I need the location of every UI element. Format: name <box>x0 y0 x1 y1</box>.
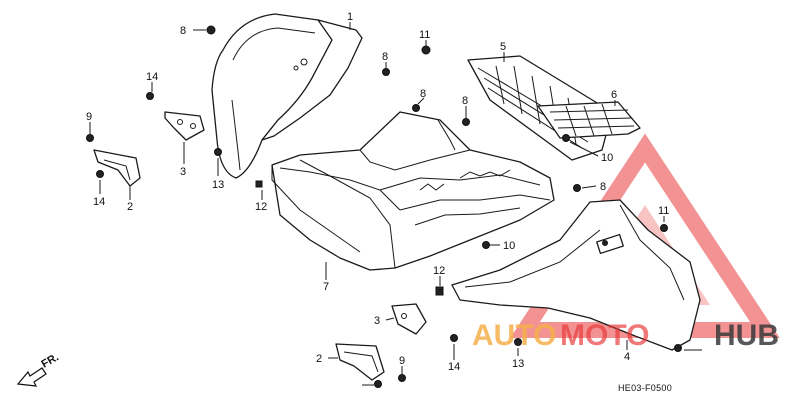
callout-9: 9 <box>399 355 405 367</box>
bolt-13a <box>214 148 222 156</box>
callout-3: 3 <box>180 166 186 178</box>
front-arrow-icon <box>16 367 47 387</box>
diagram-code: HE03-F0500 <box>618 383 672 393</box>
watermark-hub: HUB <box>714 319 779 352</box>
bolt-8e <box>573 184 581 192</box>
bolt-14d <box>374 380 382 388</box>
watermark-text: AUTO MOTO HUB <box>472 319 779 352</box>
bolt-14a <box>146 92 154 100</box>
part-2-bracket-top <box>93 149 141 187</box>
callout-7: 7 <box>323 281 329 293</box>
part-6-step-plate <box>537 101 641 139</box>
part-7-lower-tray <box>255 111 555 296</box>
callout-6: 6 <box>611 89 617 101</box>
watermark-moto: MOTO <box>560 319 649 352</box>
bolt-10b <box>482 241 490 249</box>
callout-8: 8 <box>600 181 606 193</box>
callout-4: 4 <box>624 351 630 363</box>
callout-10: 10 <box>503 240 515 252</box>
front-direction-indicator: FR. <box>16 351 61 387</box>
callout-13: 13 <box>212 179 224 191</box>
bolt-8c <box>412 104 420 112</box>
leader-lines <box>89 22 702 386</box>
callout-labels: 1 8 11 8 5 6 8 8 14 9 3 13 14 2 12 10 8 … <box>86 11 669 373</box>
bolt-set <box>86 25 682 388</box>
callout-8: 8 <box>180 25 186 37</box>
callout-8: 8 <box>382 51 388 63</box>
callout-12: 12 <box>433 265 445 277</box>
bolt-10a <box>562 134 570 142</box>
bolt-9b <box>398 374 406 382</box>
callout-10: 10 <box>601 152 613 164</box>
bolt-8a <box>206 25 216 35</box>
bolt-14b <box>96 170 104 178</box>
bolt-13b <box>514 338 522 346</box>
part-2-bracket-bottom <box>335 343 385 381</box>
callout-14: 14 <box>146 71 158 83</box>
bolt-8d <box>462 118 470 126</box>
bolt-11b <box>660 224 668 232</box>
callout-12: 12 <box>255 201 267 213</box>
part-3-bracket-bottom <box>391 303 427 335</box>
callout-3: 3 <box>374 315 380 327</box>
watermark-auto: AUTO <box>472 319 556 352</box>
part-3-bracket-top <box>164 111 205 141</box>
callout-8: 8 <box>420 88 426 100</box>
bolt-9a <box>86 134 94 142</box>
bolt-11a <box>421 45 431 55</box>
callout-13: 13 <box>512 358 524 370</box>
part-1-seat-shell <box>211 13 363 179</box>
callout-11: 11 <box>658 205 669 217</box>
part-4-rear-fender <box>451 199 701 351</box>
bolt-14c <box>450 334 458 342</box>
callout-1: 1 <box>347 11 353 23</box>
callout-11: 11 <box>419 29 430 41</box>
callout-14: 14 <box>93 196 105 208</box>
callout-8: 8 <box>462 95 468 107</box>
callout-2: 2 <box>316 353 322 365</box>
front-label: FR. <box>40 351 61 370</box>
callout-14: 14 <box>448 361 460 373</box>
bolt-8b <box>382 68 390 76</box>
callout-2: 2 <box>127 201 133 213</box>
bolt-8f <box>674 344 682 352</box>
callout-9: 9 <box>86 111 92 123</box>
callout-5: 5 <box>500 41 506 53</box>
